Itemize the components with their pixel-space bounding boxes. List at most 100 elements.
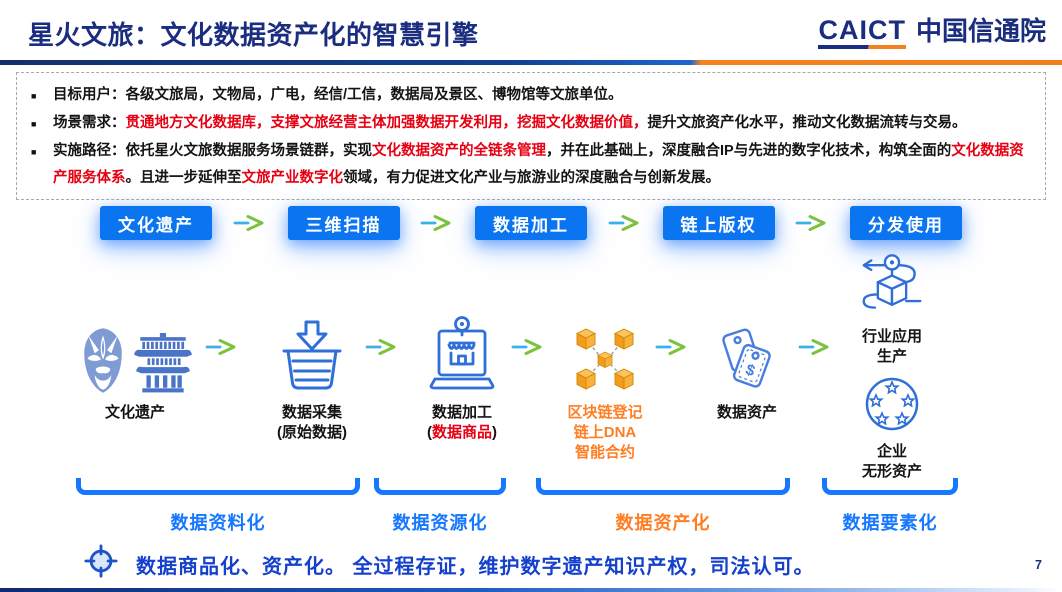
text-segment: 数据加工 [431, 404, 492, 421]
opera-mask-temple-icon [60, 250, 210, 395]
pipeline-arrow-icon [420, 214, 454, 232]
text-segment: 行业应用 [861, 328, 922, 345]
blockchain-cubes-icon [530, 250, 680, 395]
text-segment: 数据资产 [716, 404, 777, 421]
bullet-text: 目标用户：各级文旅局，文物局，广电，经信/工信，数据局及景区、博物馆等文旅单位。 [53, 82, 1031, 110]
stage-label-4: 数据要素化 [842, 513, 938, 533]
text-segment: 实施路径：依托星火文旅数据服务场景链群，实现 [53, 143, 372, 159]
pipeline-step-1: 文化遗产 [100, 206, 212, 240]
flow-label-line: (原始数据) [237, 423, 387, 443]
flow-item-blockchain: 区块链登记链上DNA 智能合约 [530, 250, 680, 463]
bottom-gradient-bar [0, 588, 1062, 592]
pipeline-arrow-icon [795, 214, 829, 232]
flow-arrow-icon [205, 338, 239, 361]
flow-item-data-asset: $ 数据资产 [672, 250, 822, 423]
flow-output-label: 企业无形资产 [817, 442, 967, 482]
text-segment: 无形资产 [861, 463, 922, 480]
text-segment: 场景需求： [53, 115, 126, 131]
flow-label-line: 数据资产 [672, 403, 822, 423]
target-crosshair-icon [84, 544, 118, 583]
text-segment: 数据采集 [281, 404, 342, 421]
flow-item-label: 文化遗产 [60, 403, 210, 423]
page-number: 7 [1035, 558, 1042, 572]
industry-distribution-icon [817, 252, 967, 323]
flow-item-label: 区块链登记链上DNA 智能合约 [530, 403, 680, 463]
data-process-laptop-icon [387, 250, 537, 395]
flow-label-line: 生产 [817, 347, 967, 367]
text-segment: 文化遗产 [104, 404, 165, 421]
caict-logo-text: CAICT [818, 15, 906, 45]
flow-arrow-icon [798, 338, 832, 361]
text-segment: 。且进一步延伸至 [125, 170, 242, 186]
text-segment: 文旅产业数字化 [241, 170, 344, 186]
flow-label-line: 数据采集 [237, 403, 387, 423]
text-segment: ) [492, 424, 497, 441]
page-title: 星火文旅：文化数据资产化的智慧引擎 [28, 20, 479, 50]
stage-bracket-2 [374, 478, 506, 495]
text-segment: 文化数据资产服务体系 [53, 143, 1024, 186]
flow-item-data-collect: 数据采集 (原始数据) [237, 250, 387, 443]
flow-label-line: 智能合约 [530, 443, 680, 463]
flow-item-label: 数据资产 [672, 403, 822, 423]
bullet-text: 场景需求：贯通地方文化数据库，支撑文旅经营主体加强数据开发利用，挖掘文化数据价值… [53, 110, 1031, 138]
stage-label-1: 数据资料化 [170, 513, 266, 533]
pipeline-step-4: 链上版权 [662, 206, 775, 240]
text-segment: 企业 [876, 443, 907, 460]
bullet-square-icon: ■ [31, 147, 37, 157]
flow-label-line: (数据商品) [387, 423, 537, 443]
price-tags-icon: $ [672, 250, 822, 395]
text-segment: 目标用户：各级文旅局，文物局，广电，经信/工信，数据局及景区、博物馆等文旅单位。 [53, 87, 623, 103]
flow-label-line: 企业 [817, 442, 967, 462]
flow-arrow-icon [365, 338, 399, 361]
caict-logo-cn-text: 中国信通院 [915, 16, 1046, 46]
flow-item-label: 数据采集 (原始数据) [237, 403, 387, 443]
flow-label-line: 行业应用 [817, 327, 967, 347]
text-segment: ，并在此基础上，深度融合IP与先进的数字化技术，构筑全面的 [546, 143, 952, 159]
info-box: ■ 目标用户：各级文旅局，文物局，广电，经信/工信，数据局及景区、博物馆等文旅单位… [16, 72, 1046, 200]
info-bullet-3: ■ 实施路径：依托星火文旅数据服务场景链群，实现文化数据资产的全链条管理，并在此基… [31, 138, 1031, 192]
pipeline-step-2: 三维扫描 [287, 206, 400, 240]
flow-arrow-icon [511, 338, 545, 361]
flow-outputs-column: 行业应用生产 企业无形资产 [817, 252, 967, 482]
text-segment: 生产 [876, 348, 907, 365]
flow-label-line: 链上DNA [530, 423, 680, 443]
pipeline-step-3: 数据加工 [475, 206, 587, 240]
pipeline-row: 文化遗产三维扫描数据加工链上版权分发使用 [100, 206, 962, 240]
flow-item-cultural-heritage: 文化遗产 [60, 250, 210, 423]
flow-arrow-icon [655, 338, 689, 361]
data-collect-basket-icon [237, 250, 387, 395]
stage-bracket-3 [536, 478, 790, 495]
flow-label-line: 文化遗产 [60, 403, 210, 423]
info-bullet-2: ■ 场景需求：贯通地方文化数据库，支撑文旅经营主体加强数据开发利用，挖掘文化数据价… [31, 110, 1031, 138]
flow-output-label: 行业应用生产 [817, 327, 967, 367]
text-segment: 提升文旅资产化水平，推动文化数据流转与交易。 [647, 115, 967, 131]
pipeline-arrow-icon [233, 214, 267, 232]
flow-label-line: 数据加工 [387, 403, 537, 423]
stage-bracket-4 [822, 478, 958, 495]
flow-item-data-process: 数据加工 (数据商品) [387, 250, 537, 443]
header-divider [0, 60, 1062, 65]
text-segment: 贯通地方文化数据库，支撑文旅经营主体加强数据开发利用，挖掘文化数据价值， [125, 115, 648, 131]
temple-icon [134, 333, 192, 393]
flow-label-line: 无形资产 [817, 462, 967, 482]
opera-mask-icon [84, 328, 122, 393]
footer-note: 数据商品化、资产化。 全过程存证，维护数字遗产知识产权，司法认可。 [136, 556, 815, 578]
text-segment: 区块链登记 [567, 404, 643, 421]
caict-logo: CAICT 中国信通院 [818, 16, 1046, 49]
caict-logo-underline [818, 45, 906, 49]
text-segment: ( [426, 424, 432, 441]
stage-label-3: 数据资产化 [615, 513, 711, 533]
flow-item-label: 数据加工 (数据商品) [387, 403, 537, 443]
bullet-square-icon: ■ [31, 91, 37, 101]
info-bullet-1: ■ 目标用户：各级文旅局，文物局，广电，经信/工信，数据局及景区、博物馆等文旅单位… [31, 82, 1031, 110]
stage-bracket-1 [76, 478, 360, 495]
text-segment: 数据商品 [431, 424, 492, 441]
bullet-square-icon: ■ [31, 119, 37, 129]
bullet-text: 实施路径：依托星火文旅数据服务场景链群，实现文化数据资产的全链条管理，并在此基础… [53, 138, 1031, 192]
text-segment: (原始数据) [277, 424, 347, 441]
flow-label-line: 区块链登记 [530, 403, 680, 423]
text-segment: 领域，有力促进文化产业与旅游业的深度融合与创新发展。 [343, 170, 720, 186]
text-segment: 智能合约 [574, 444, 635, 461]
text-segment: 链上DNA [573, 424, 637, 441]
